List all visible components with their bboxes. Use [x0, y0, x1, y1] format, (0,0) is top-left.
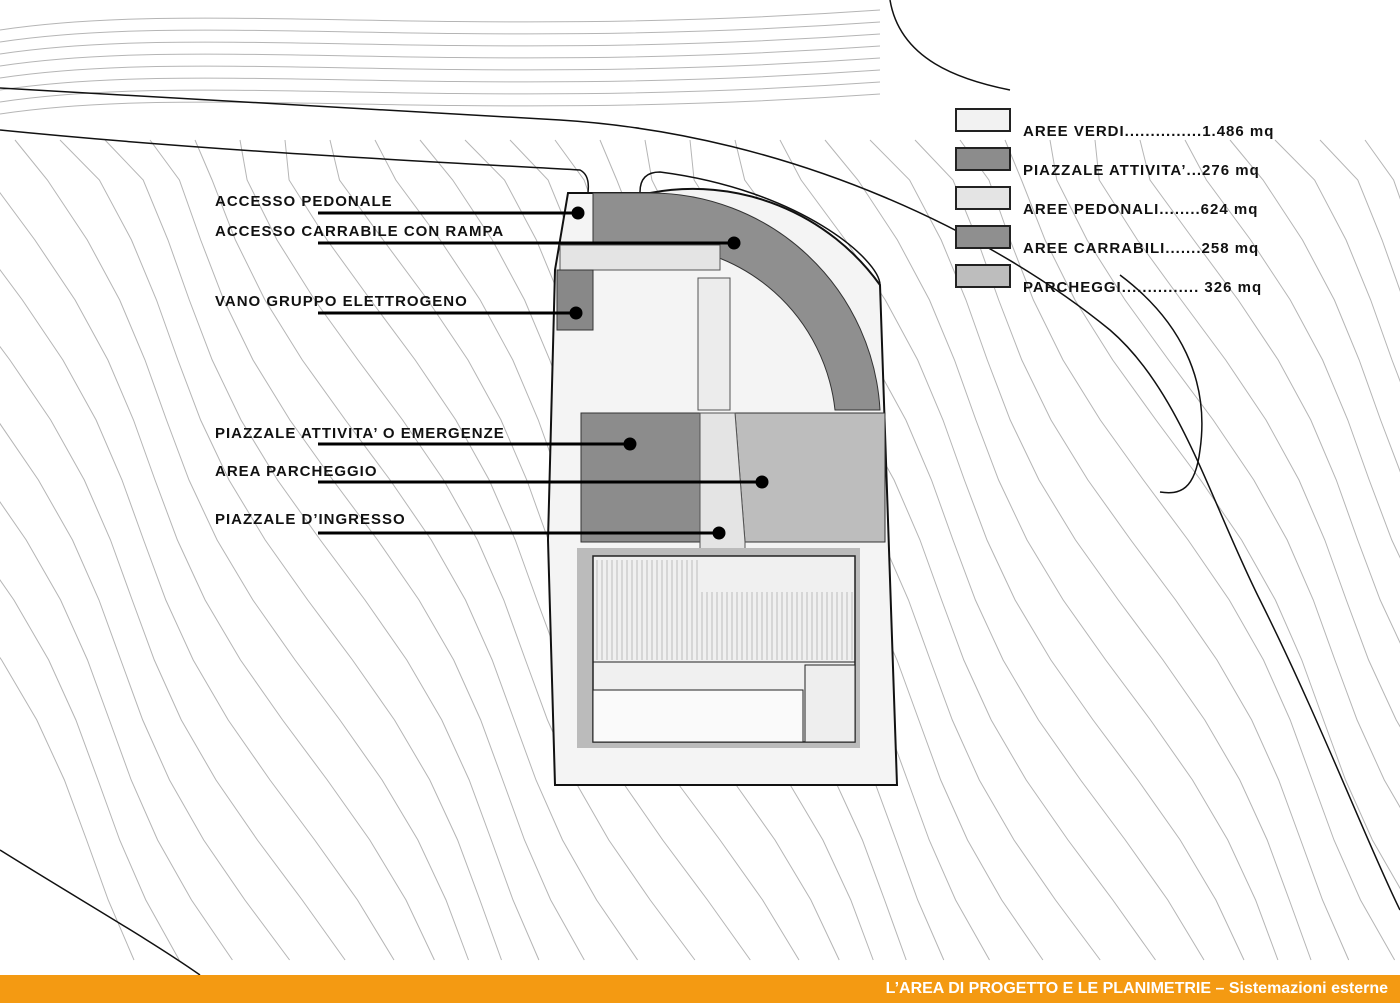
generator-room [556, 269, 594, 331]
legend-item: AREE PEDONALI........624 mq [955, 171, 1274, 218]
legend-label: AREE VERDI...............1.486 mq [1023, 123, 1275, 140]
legend-label: PARCHEGGI............... 326 mq [1023, 279, 1263, 296]
contour-line [869, 139, 1312, 961]
legend-item: PARCHEGGI............... 326 mq [955, 249, 1274, 296]
contour-line [59, 139, 502, 961]
label-piazzale-attivita: PIAZZALE ATTIVITA’ O EMERGENZE [215, 425, 505, 442]
contour-line [0, 579, 180, 961]
road-edges [0, 0, 1400, 975]
contour-line [104, 139, 540, 961]
activity-square [580, 412, 701, 543]
contour-line [1049, 139, 1400, 809]
carriageway-arc [592, 192, 881, 411]
site-plan [0, 0, 1400, 975]
contour-line [0, 422, 291, 961]
contour-line [284, 139, 751, 961]
legend-label: AREE CARRABILI.......258 mq [1023, 240, 1260, 257]
legend: AREE VERDI...............1.486 mq PIAZZA… [955, 93, 1274, 296]
label-piazzale-ingresso: PIAZZALE D’INGRESSO [215, 511, 406, 528]
contour-line [14, 139, 469, 961]
contour-line [194, 139, 639, 961]
contour-line [1094, 139, 1400, 728]
contour-line [0, 69, 881, 91]
legend-swatch [955, 225, 1011, 249]
leader-lines [318, 206, 769, 540]
contour-line [1319, 139, 1400, 292]
legend-swatch [955, 108, 1011, 132]
label-area-parcheggio: AREA PARCHEGGIO [215, 463, 378, 480]
legend-item: PIAZZALE ATTIVITA’...276 mq [955, 132, 1274, 179]
contour-line [0, 21, 881, 43]
contour-line [0, 81, 881, 103]
legend-swatch [955, 147, 1011, 171]
contour-line [0, 45, 881, 67]
contour-line [0, 191, 435, 961]
contour-line [824, 139, 1279, 961]
legend-swatch [955, 186, 1011, 210]
label-accesso-carrabile: ACCESSO CARRABILE CON RAMPA [215, 223, 505, 240]
contour-line [0, 656, 135, 961]
site-lot [546, 188, 899, 786]
contour-line [0, 33, 881, 55]
legend-label: PIAZZALE ATTIVITA’...276 mq [1023, 162, 1260, 179]
contour-line [0, 9, 881, 31]
contour-line [1229, 139, 1400, 473]
contour-line [1139, 139, 1400, 644]
contour-line [149, 139, 585, 961]
footer-title: L’AREA DI PROGETTO E LE PLANIMETRIE – Si… [885, 980, 1388, 997]
contour-line [1004, 139, 1400, 890]
contour-line [0, 345, 346, 961]
pedestrian-strip [559, 244, 721, 271]
contour-line [0, 268, 395, 961]
contour-line [0, 57, 881, 79]
contour-line [0, 501, 233, 961]
contour-line [959, 139, 1396, 961]
ramp [697, 277, 731, 411]
legend-label: AREE PEDONALI........624 mq [1023, 201, 1259, 218]
legend-item: AREE VERDI...............1.486 mq [955, 93, 1274, 140]
contour-line [1364, 139, 1400, 200]
footer-bar: L’AREA DI PROGETTO E LE PLANIMETRIE – Si… [0, 975, 1400, 1003]
legend-swatch [955, 264, 1011, 288]
label-vano-gruppo: VANO GRUPPO ELETTROGENO [215, 293, 468, 310]
contour-line [1274, 139, 1400, 383]
contour-line [914, 139, 1350, 961]
legend-item: AREE CARRABILI.......258 mq [955, 210, 1274, 257]
contour-line [1184, 139, 1400, 559]
contour-line [239, 139, 696, 961]
contour-line [0, 93, 881, 115]
label-accesso-pedonale: ACCESSO PEDONALE [215, 193, 393, 210]
